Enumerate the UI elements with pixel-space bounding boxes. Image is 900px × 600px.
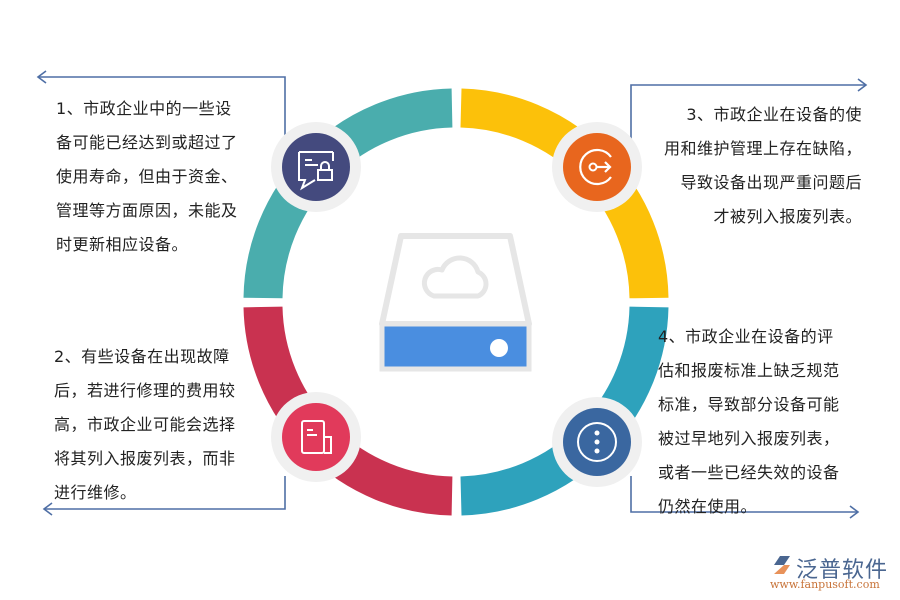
item-1-text: 1、市政企业中的一些设 备可能已经达到或超过了 使用寿命，但由于资金、 管理等方… <box>56 92 238 262</box>
text-line: 估和报废标准上缺乏规范 <box>658 361 840 380</box>
exit-arrow-icon <box>552 122 642 212</box>
text-line: 使用寿命，但由于资金、 <box>56 167 238 186</box>
text-line: 标准，导致部分设备可能 <box>658 395 840 414</box>
brand-logo: 泛普软件 www.fanpusoft.com <box>768 552 896 596</box>
item-2-text: 2、有些设备在出现故障 后，若进行修理的费用较 高，市政企业可能会选择 将其列入… <box>54 340 236 510</box>
item-3-text: 3、市政企业在设备的使 用和维护管理上存在缺陷， 导致设备出现严重问题后 才被列… <box>640 98 862 234</box>
text-line: 时更新相应设备。 <box>56 235 189 254</box>
text-line: 备可能已经达到或超过了 <box>56 133 238 152</box>
text-line: 进行维修。 <box>54 483 137 502</box>
document-icon <box>271 392 361 482</box>
text-line: 才被列入报废列表。 <box>713 207 862 226</box>
text-line: 2、有些设备在出现故障 <box>54 347 230 366</box>
connector-1 <box>38 76 286 135</box>
message-lock-icon <box>271 122 361 212</box>
text-line: 用和维护管理上存在缺陷， <box>663 139 862 158</box>
more-vertical-icon <box>552 397 642 487</box>
connector-lines <box>36 70 868 519</box>
text-line: 导致设备出现严重问题后 <box>680 173 862 192</box>
brand-name: 泛普软件 <box>796 558 889 583</box>
item-4-text: 4、市政企业在设备的评 估和报废标准上缺乏规范 标准，导致部分设备可能 被过早地… <box>658 320 840 524</box>
text-line: 4、市政企业在设备的评 <box>658 327 834 346</box>
text-line: 被过早地列入报废列表， <box>658 429 840 448</box>
brand-url: www.fanpusoft.com <box>770 578 880 591</box>
text-line: 后，若进行修理的费用较 <box>54 381 236 400</box>
text-line: 管理等方面原因，未能及 <box>56 201 238 220</box>
connector-3 <box>630 84 866 150</box>
text-line: 仍然在使用。 <box>658 497 758 516</box>
text-line: 将其列入报废列表，而非 <box>54 449 236 468</box>
cloud-drive-icon <box>379 233 532 372</box>
text-line: 1、市政企业中的一些设 <box>56 99 232 118</box>
text-line: 高，市政企业可能会选择 <box>54 415 236 434</box>
logo-mark-icon <box>774 556 790 574</box>
connector-2 <box>44 476 286 510</box>
connector-4 <box>630 476 858 513</box>
text-line: 或者一些已经失效的设备 <box>658 463 840 482</box>
text-line: 3、市政企业在设备的使 <box>686 105 862 124</box>
